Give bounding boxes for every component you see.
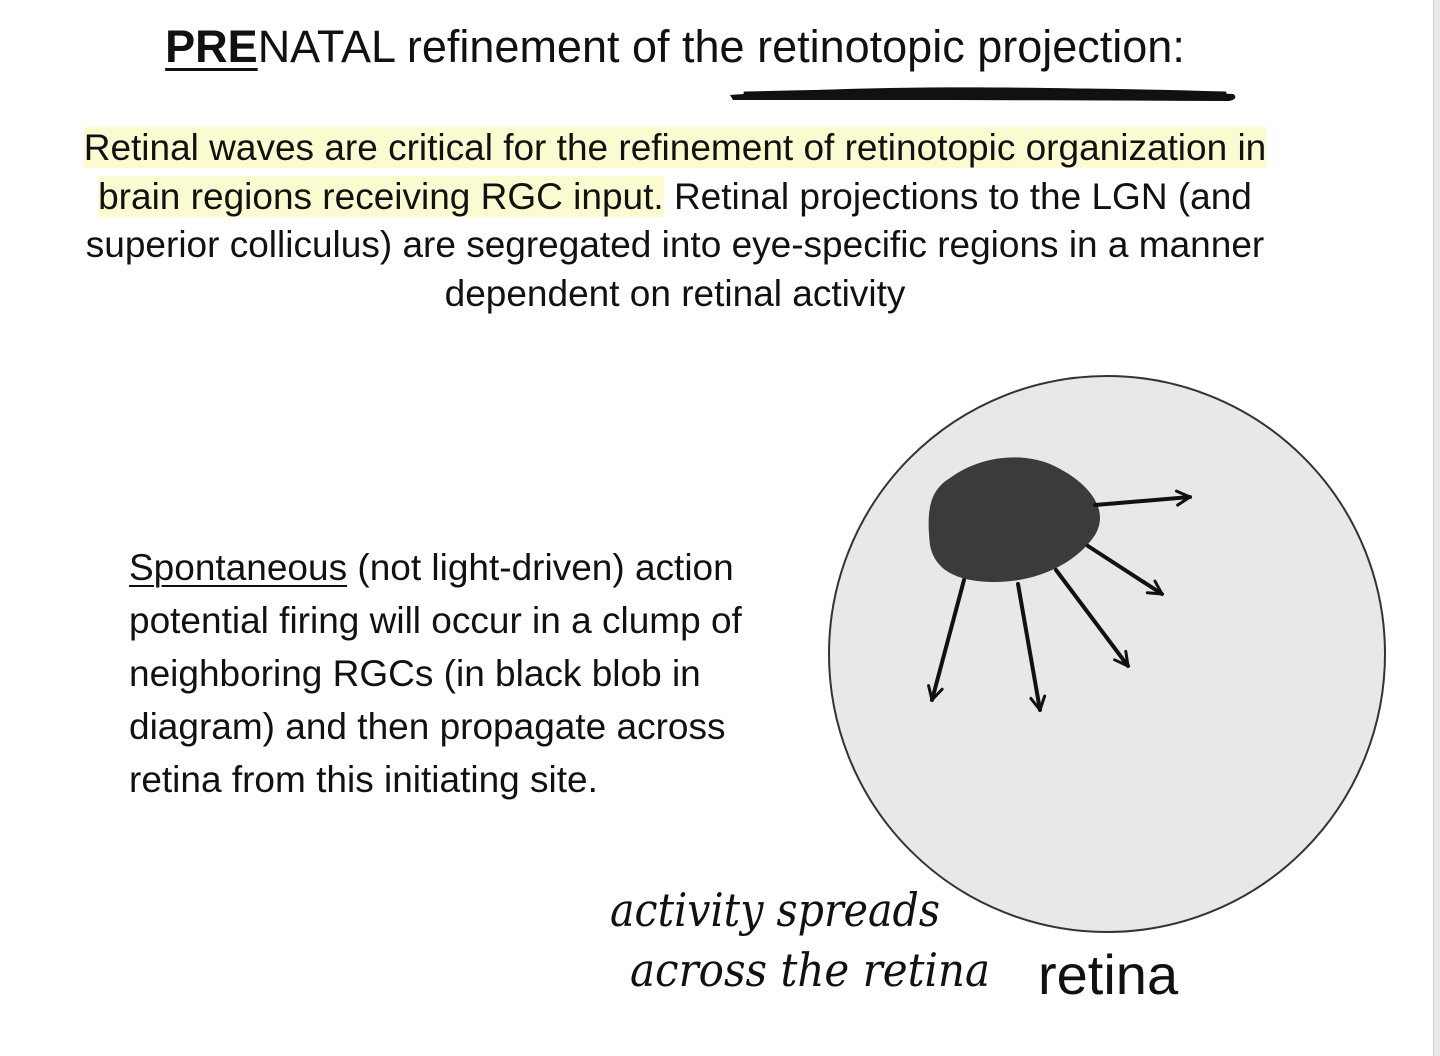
arrow-southwest bbox=[927, 578, 966, 702]
retina-label: retina bbox=[1038, 943, 1179, 1006]
arrow-east bbox=[1093, 489, 1192, 507]
page-edge bbox=[1433, 0, 1440, 1056]
intro-paragraph: Retinal waves are critical for the refin… bbox=[60, 124, 1290, 318]
title-prefix: PRE bbox=[165, 21, 258, 72]
page-title: PRENATAL refinement of the retinotopic p… bbox=[0, 18, 1350, 76]
retina-diagram bbox=[828, 375, 1386, 933]
description-rest: (not light-driven) action potential firi… bbox=[129, 547, 742, 800]
arrow-east-southeast bbox=[1086, 544, 1164, 596]
arrow-south bbox=[1016, 582, 1047, 712]
activity-arrows bbox=[927, 489, 1192, 712]
marker-underline bbox=[730, 87, 1236, 101]
retina-circle bbox=[828, 375, 1386, 933]
description-paragraph: Spontaneous (not light-driven) action po… bbox=[129, 541, 769, 806]
intro-rest: Retinal projections to the LGN (and supe… bbox=[85, 175, 1265, 314]
title-rest: NATAL refinement of the retinotopic proj… bbox=[257, 21, 1185, 72]
note-line-2: across the retina bbox=[630, 943, 990, 997]
arrow-southeast bbox=[1054, 568, 1130, 668]
description-underlined: Spontaneous bbox=[129, 547, 348, 588]
handwritten-note: activity spreads across the retina bbox=[610, 883, 990, 997]
note-line-1: activity spreads bbox=[610, 883, 940, 937]
rgc-blob bbox=[928, 457, 1100, 582]
